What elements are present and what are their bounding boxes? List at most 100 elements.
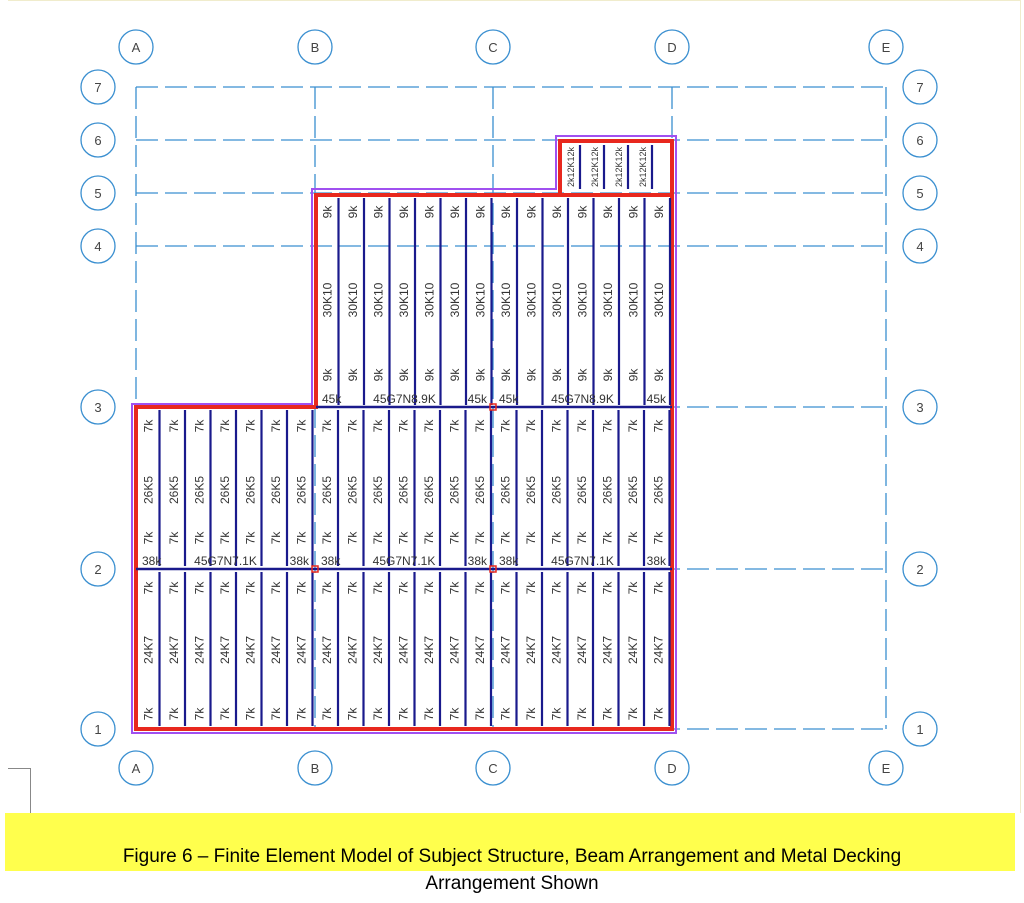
lower-joist-label: 7k bbox=[193, 707, 207, 721]
grid-top-D-bubble bbox=[654, 29, 690, 65]
lower-joist-label: 7k bbox=[550, 707, 564, 721]
lower-joist-label: 7k bbox=[218, 707, 232, 721]
line3-girder-label: 45k bbox=[499, 392, 519, 406]
lower-joist-label: 7k bbox=[524, 707, 538, 721]
middle-joist-label: 7k bbox=[193, 419, 207, 433]
upper-joist-label: 9k bbox=[652, 205, 666, 219]
lower-joist-label: 7k bbox=[473, 581, 487, 595]
grid-top-E-label: E bbox=[882, 40, 891, 55]
lower-joist-label: 7k bbox=[422, 707, 436, 721]
grid-top-D-label: D bbox=[667, 40, 676, 55]
middle-joist-label: 7k bbox=[346, 531, 360, 545]
grid-left-3-label: 3 bbox=[94, 400, 101, 415]
middle-joist-label: 26K5 bbox=[499, 476, 513, 504]
grid-right-1-bubble bbox=[902, 711, 938, 747]
grid-top-C-bubble bbox=[475, 29, 511, 65]
lower-joist-label: 7k bbox=[244, 707, 258, 721]
grid-left-6-label: 6 bbox=[94, 133, 101, 148]
upper-joist-label: 9k bbox=[525, 368, 539, 382]
lower-joist-label: 7k bbox=[397, 707, 411, 721]
upper-joist-label: 9k bbox=[627, 205, 641, 219]
middle-joist-label: 7k bbox=[626, 419, 640, 433]
upper-joist-label: 9k bbox=[397, 368, 411, 382]
line2-girder-label: 38k bbox=[468, 554, 488, 568]
lower-joist-label: 7k bbox=[601, 707, 615, 721]
line3-girder-label: 45G7N8.9K bbox=[551, 392, 614, 406]
lower-joist-label: 7k bbox=[550, 581, 564, 595]
bracket-line bbox=[8, 768, 31, 813]
middle-joist-label: 7k bbox=[524, 531, 538, 545]
lower-joist-label: 7k bbox=[295, 581, 309, 595]
top-right-joist-label: 2k12K12k bbox=[638, 146, 648, 187]
upper-joist-label: 9k bbox=[652, 368, 666, 382]
grid-bottom-A-bubble bbox=[118, 750, 154, 786]
grid-left-7-bubble bbox=[80, 69, 116, 105]
lower-joist-label: 7k bbox=[473, 707, 487, 721]
middle-joist-label: 7k bbox=[346, 419, 360, 433]
upper-joist-label: 9k bbox=[499, 368, 513, 382]
lower-joist-label: 24K7 bbox=[193, 636, 207, 664]
middle-joist-label: 7k bbox=[218, 419, 232, 433]
lower-joist-label: 7k bbox=[193, 581, 207, 595]
middle-joist-label: 7k bbox=[193, 531, 207, 545]
grid-left-2-label: 2 bbox=[94, 562, 101, 577]
grid-right-7-bubble bbox=[902, 69, 938, 105]
upper-joist-label: 30K10 bbox=[499, 282, 513, 317]
grid-bottom-B-bubble bbox=[297, 750, 333, 786]
lower-joist-label: 7k bbox=[626, 581, 640, 595]
upper-joist-label: 9k bbox=[321, 205, 335, 219]
caption-line-2: Arrangement Shown bbox=[425, 873, 599, 894]
upper-joist-label: 30K10 bbox=[627, 282, 641, 317]
lower-joist-label: 7k bbox=[244, 581, 258, 595]
middle-joist-label: 7k bbox=[295, 419, 309, 433]
grid-left-4-bubble bbox=[80, 228, 116, 264]
lower-joist-label: 7k bbox=[524, 581, 538, 595]
upper-joist-label: 9k bbox=[397, 205, 411, 219]
upper-joist-label: 9k bbox=[423, 205, 437, 219]
middle-joist-label: 7k bbox=[499, 419, 513, 433]
middle-joist-label: 26K5 bbox=[575, 476, 589, 504]
middle-joist-label: 7k bbox=[652, 419, 666, 433]
lower-joist-label: 7k bbox=[422, 581, 436, 595]
middle-joist-label: 7k bbox=[269, 419, 283, 433]
upper-joist-label: 9k bbox=[474, 205, 488, 219]
middle-joist-label: 7k bbox=[167, 531, 181, 545]
lower-joist-label: 7k bbox=[371, 707, 385, 721]
grid-left-6-bubble bbox=[80, 122, 116, 158]
middle-joist-label: 7k bbox=[320, 419, 334, 433]
middle-joist-label: 7k bbox=[397, 419, 411, 433]
middle-joist-label: 7k bbox=[371, 531, 385, 545]
grid-right-4-bubble bbox=[902, 228, 938, 264]
middle-joist-label: 7k bbox=[575, 531, 589, 545]
column-node bbox=[489, 565, 497, 573]
upper-joist-label: 9k bbox=[448, 368, 462, 382]
lower-joist-label: 7k bbox=[142, 707, 156, 721]
grid-right-5-bubble bbox=[902, 175, 938, 211]
lower-joist-label: 7k bbox=[626, 707, 640, 721]
lower-joist-label: 7k bbox=[295, 707, 309, 721]
grid-bottom-C-bubble bbox=[475, 750, 511, 786]
middle-joist-label: 7k bbox=[575, 419, 589, 433]
model-boundary bbox=[134, 139, 674, 731]
lower-joist-label: 24K7 bbox=[448, 636, 462, 664]
lower-joist-label: 24K7 bbox=[473, 636, 487, 664]
middle-joist-label: 7k bbox=[142, 531, 156, 545]
grid-right-5-label: 5 bbox=[916, 186, 923, 201]
grid-left-2-bubble bbox=[80, 551, 116, 587]
middle-joist-label: 26K5 bbox=[448, 476, 462, 504]
top-right-joist-label: 2k12K12k bbox=[590, 146, 600, 187]
lower-joist-label: 24K7 bbox=[142, 636, 156, 664]
upper-joist-label: 9k bbox=[372, 205, 386, 219]
lower-joist-label: 24K7 bbox=[244, 636, 258, 664]
upper-joist-label: 9k bbox=[448, 205, 462, 219]
lower-joist-label: 7k bbox=[320, 581, 334, 595]
slab-outline bbox=[131, 135, 677, 734]
upper-joist-label: 9k bbox=[601, 368, 615, 382]
middle-joist-label: 26K5 bbox=[244, 476, 258, 504]
upper-joist-label: 9k bbox=[550, 368, 564, 382]
line3-girder-label: 45G7N8.9K bbox=[373, 392, 436, 406]
middle-joist-label: 7k bbox=[473, 419, 487, 433]
grid-top-B-label: B bbox=[311, 40, 320, 55]
middle-joist-label: 7k bbox=[652, 531, 666, 545]
lower-joist-label: 7k bbox=[167, 581, 181, 595]
